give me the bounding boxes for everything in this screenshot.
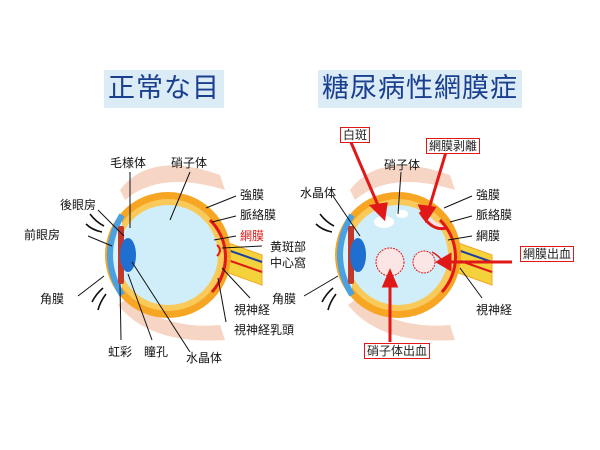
- label-retinal-detachment: 網膜剥離: [426, 138, 481, 154]
- normal-lens: [120, 238, 136, 272]
- label-sclera: 強膜: [240, 188, 265, 202]
- label-retina: 網膜: [240, 229, 265, 243]
- label-fovea: 中心窩: [270, 256, 307, 270]
- label-posterior-chamber: 後眼房: [60, 198, 97, 212]
- normal-leader-lines: [77, 171, 263, 353]
- diabetic-upper-eyelid: [350, 165, 455, 200]
- label-retinal-hemorrhage: 網膜出血: [520, 246, 575, 262]
- label-choroid: 脈絡膜: [240, 208, 277, 222]
- label-d-retina: 網膜: [476, 229, 501, 243]
- label-d-lens: 水晶体: [300, 186, 337, 200]
- label-d-sclera: 強膜: [476, 188, 501, 202]
- label-optic-nerve: 視神経: [234, 303, 271, 317]
- diabetic-leader-lines: [303, 171, 483, 299]
- label-d-optic-nerve: 視神経: [476, 303, 513, 317]
- diabetic-eyelashes: [315, 213, 337, 311]
- label-d-choroid: 脈絡膜: [476, 208, 513, 222]
- diabetic-retina: [438, 218, 457, 294]
- label-iris: 虹彩: [108, 345, 133, 359]
- label-cornea: 角膜: [40, 292, 65, 306]
- label-anterior-chamber: 前眼房: [24, 228, 61, 242]
- label-macula: 黄斑部: [270, 240, 307, 254]
- diabetic-eye-diagram: [315, 165, 493, 341]
- normal-retina: [208, 218, 227, 294]
- title-normal-eye: 正常な目: [104, 70, 224, 108]
- normal-vitreous: [118, 205, 218, 305]
- label-d-cornea: 角膜: [272, 292, 297, 306]
- diabetic-lens: [350, 238, 366, 272]
- diabetic-retinal-hemorrhage: [412, 250, 436, 274]
- label-lens: 水晶体: [186, 351, 223, 365]
- diabetic-white-spot: [374, 216, 394, 228]
- label-d-vitreous: 硝子体: [384, 158, 421, 172]
- normal-lower-eyelid: [118, 300, 225, 341]
- label-vitreous: 硝子体: [171, 156, 208, 170]
- normal-eye-diagram: [85, 165, 263, 341]
- label-optic-disc: 視神経乳頭: [234, 323, 295, 337]
- title-diabetic-retinopathy: 糖尿病性網膜症: [318, 70, 522, 108]
- diabetic-lower-eyelid: [348, 300, 455, 341]
- normal-upper-eyelid: [120, 165, 225, 200]
- label-pupil: 瞳孔: [144, 345, 169, 359]
- diabetic-red-callouts: [348, 139, 512, 342]
- label-vitreous-hemorrhage: 硝子体出血: [364, 343, 431, 359]
- normal-eyelashes: [85, 213, 107, 311]
- label-white-spot: 白斑: [340, 127, 371, 143]
- label-ciliary-body: 毛様体: [110, 156, 147, 170]
